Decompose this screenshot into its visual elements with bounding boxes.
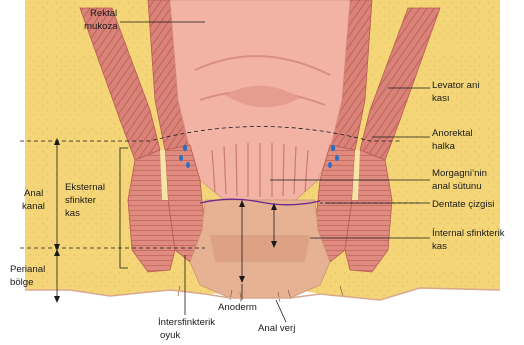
label-intersfinkterik: İntersfinkterik oyuk <box>158 317 218 341</box>
label-dentate: Dentate çizgisi <box>432 199 494 210</box>
label-anoderm: Anoderm <box>218 302 257 313</box>
label-anal-verj: Anal verj <box>258 323 295 334</box>
leader-anal-verj <box>276 300 286 322</box>
anoderm-shade <box>210 235 310 262</box>
